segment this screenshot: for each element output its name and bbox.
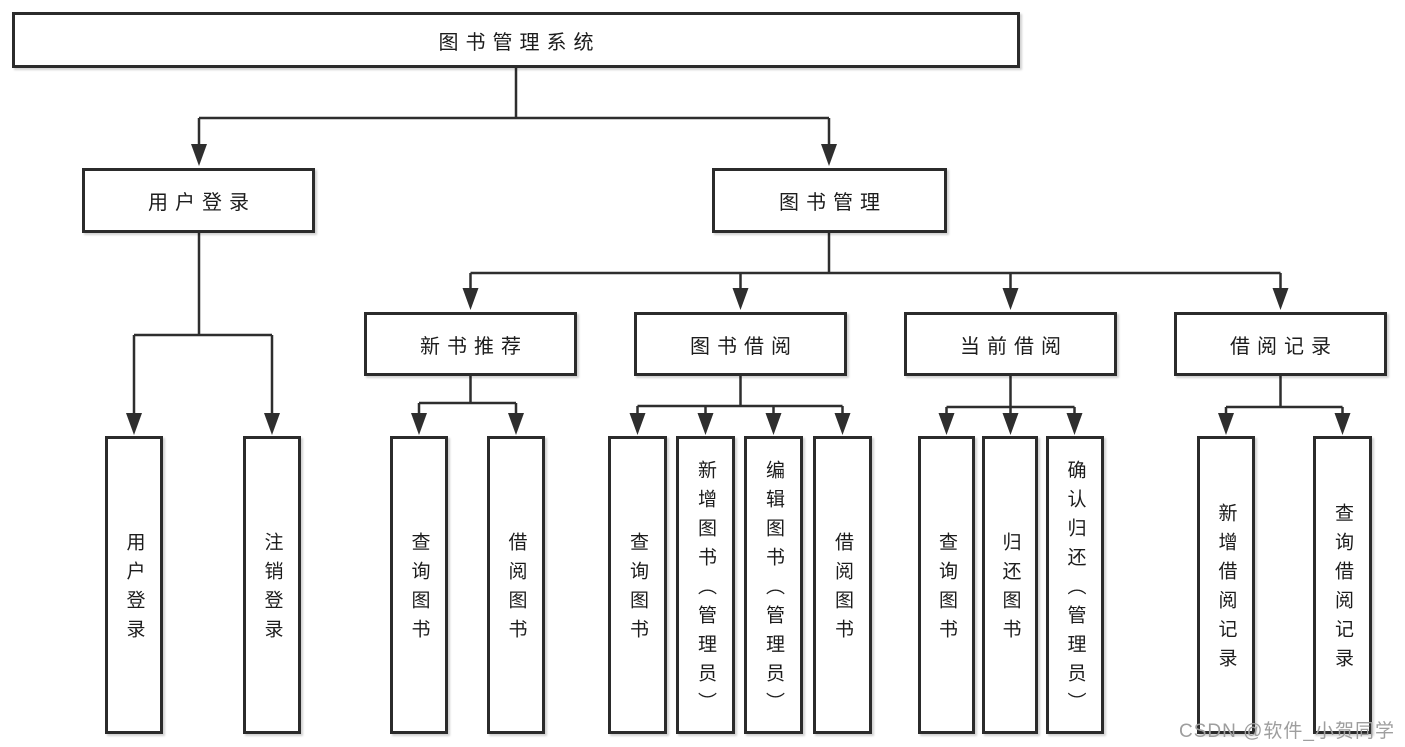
node-label: 借阅记录 [1230,335,1338,358]
node-label: 图书借阅 [690,335,798,358]
arrow-down-icon [732,288,749,310]
arrow-down-icon [1272,288,1289,310]
node-label: 图书管理系统 [438,31,601,54]
arrowhead-icons [126,144,1351,435]
arrow-down-icon [264,413,280,435]
arrow-down-icon [697,413,714,435]
connector-borrow-records-branch [1224,376,1344,417]
node-label: 查询图书 [936,532,957,648]
node-label: 归还图书 [999,532,1021,648]
connector-current-borrow-branch [945,376,1076,417]
node-leaf-borrow-books-bb: 借阅图书 [813,436,872,734]
node-label: 新增借阅记录 [1215,503,1237,677]
arrow-down-icon [411,413,427,435]
node-label: 借阅图书 [505,532,527,648]
node-label: 图书管理 [779,192,887,214]
node-root-library-system: 图书管理系统 [12,12,1020,68]
node-label: 借阅图书 [832,532,853,648]
arrow-down-icon [1002,413,1019,435]
arrow-down-icon [462,288,479,310]
node-label: 新书推荐 [420,335,528,358]
arrow-down-icon [629,413,646,435]
node-book-management: 图书管理 [712,168,947,233]
arrow-down-icon [1066,413,1083,435]
node-label: 查询图书 [627,532,648,648]
connector-user-login-branch [132,233,274,417]
node-leaf-add-books-admin: 新增图书（管理员） [676,436,735,734]
node-leaf-query-books-rec: 查询图书 [390,436,448,734]
connector-book-management-branch [469,233,1282,292]
csdn-watermark: CSDN @软件_小贺同学 [1179,721,1395,742]
node-user-login: 用户登录 [82,168,315,233]
node-label: 当前借阅 [960,335,1068,358]
node-label: 用户登录 [148,192,256,214]
node-leaf-query-borrow-record: 查询借阅记录 [1313,436,1372,734]
node-leaf-borrow-books-rec: 借阅图书 [487,436,545,734]
arrow-down-icon [1218,413,1234,435]
node-leaf-query-books-bb: 查询图书 [608,436,667,734]
node-label: 新增图书（管理员） [695,459,716,721]
arrow-down-icon [1002,288,1019,310]
connector-root-branch [197,68,831,148]
arrow-down-icon [191,144,207,166]
node-leaf-query-books-cb: 查询图书 [918,436,975,734]
node-leaf-logout: 注销登录 [243,436,301,734]
node-leaf-user-login: 用户登录 [105,436,163,734]
node-leaf-add-borrow-record: 新增借阅记录 [1197,436,1255,734]
node-label: 确认归还（管理员） [1064,459,1086,721]
arrow-down-icon [938,413,955,435]
arrow-down-icon [508,413,524,435]
arrow-down-icon [834,413,851,435]
node-borrowing-records: 借阅记录 [1174,312,1387,376]
node-new-book-recommendation: 新书推荐 [364,312,577,376]
node-book-borrowing: 图书借阅 [634,312,847,376]
node-label: 编辑图书（管理员） [763,459,784,721]
connector-new-book-branch [417,376,518,417]
node-leaf-confirm-return-admin: 确认归还（管理员） [1046,436,1104,734]
node-label: 查询借阅记录 [1332,503,1353,677]
arrow-down-icon [126,413,142,435]
node-leaf-return-books: 归还图书 [982,436,1038,734]
node-label: 注销登录 [261,532,283,648]
node-label: 查询图书 [408,532,430,648]
node-current-borrowing: 当前借阅 [904,312,1117,376]
node-label: 用户登录 [123,532,145,648]
arrow-down-icon [1334,413,1351,435]
arrow-down-icon [821,144,837,166]
arrow-down-icon [765,413,782,435]
node-leaf-edit-books-admin: 编辑图书（管理员） [744,436,803,734]
connector-book-borrow-branch [636,376,844,417]
